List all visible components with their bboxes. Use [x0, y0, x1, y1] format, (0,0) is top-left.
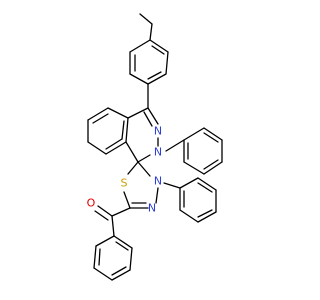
bond-bot-ring-double-2: [111, 266, 127, 276]
bond-c4-n3-double: [143, 111, 153, 127]
bond-s-c2: [123, 191, 131, 209]
bond-low-ring-d: [197, 211, 217, 223]
bond-ethyl-2: [149, 23, 153, 41]
bond-low-ring-a: [179, 177, 199, 189]
bond-n3-n4: [155, 187, 159, 204]
bond-benzo-double-2: [105, 138, 123, 150]
bond-benzo-d: [87, 141, 107, 155]
bond-bot-ring-f: [95, 235, 115, 247]
bond-low-ring-double-1: [197, 182, 213, 193]
bond-right-ring-a: [183, 127, 205, 141]
atom-n-phthalazine-2: N: [154, 146, 162, 159]
bond-benzo-double-1: [92, 113, 109, 124]
atom-labels: N N S N N O: [87, 125, 162, 215]
bond-bot-ring-double-1: [115, 241, 129, 251]
bond-top-ring-f: [129, 39, 151, 53]
bond-benzo-e: [105, 141, 127, 155]
atom-n-phthalazine-3: N: [154, 125, 162, 138]
bond-right-ring-double-2: [203, 159, 219, 170]
bond-right-ring-double-1: [203, 132, 219, 143]
bond-bot-ring-c: [111, 269, 131, 281]
bond-top-ring-double-2: [147, 71, 162, 80]
bond-carbonyl-phenyl: [111, 215, 115, 237]
bond-top-ring-a: [149, 39, 169, 53]
bond-c8a-spiro: [125, 141, 139, 163]
bond-n2-phenyl: [165, 139, 185, 152]
atom-n-thiadiazole-4: N: [154, 175, 162, 188]
bond-c4-n3: [147, 107, 159, 125]
bond-n4-spiro: [137, 161, 151, 177]
bond-right-ring-e: [183, 161, 205, 175]
bond-top-ring-b: [165, 51, 169, 75]
bond-right-ring-b: [203, 127, 223, 141]
bond-benzo-a: [107, 107, 129, 119]
bond-low-ring-double-2: [197, 209, 213, 218]
bond-top-ring-c: [147, 73, 167, 85]
atom-o-carbonyl: O: [87, 197, 96, 210]
bond-c4-c4a: [127, 107, 149, 119]
bond-bot-ring-d: [93, 267, 113, 281]
bond-bot-ring-double-3: [98, 248, 101, 266]
bond-right-ring-d: [203, 161, 223, 175]
bond-c4a-c8a: [125, 117, 129, 143]
bond-c-o-double: [94, 210, 109, 221]
bond-benzo-b: [87, 107, 109, 121]
bonds: [87, 13, 223, 281]
molecule-structure: N N S N N O: [87, 13, 223, 281]
bond-bot-ring-e: [93, 245, 97, 269]
bond-low-ring-e: [179, 209, 199, 223]
bond-low-ring-b: [197, 177, 217, 191]
molecule-canvas: N N S N N O: [87, 13, 223, 281]
bond-top-ring-d: [129, 73, 149, 85]
bond-top-ring-double-1: [151, 45, 165, 55]
bond-bot-ring-b: [129, 247, 133, 271]
bond-n2-spiro: [137, 154, 151, 163]
bond-ethyl-1: [139, 13, 153, 25]
bond-c-o: [97, 205, 113, 217]
bond-benzo-double-3: [121, 120, 125, 140]
bond-c2-carbonyl: [111, 207, 131, 217]
bond-spiro-s: [127, 161, 139, 175]
atom-s-thiadiazole: S: [121, 177, 128, 190]
bond-n4-phenyl: [163, 182, 181, 189]
atom-n-thiadiazole-3: N: [148, 202, 156, 215]
bond-bot-ring-a: [113, 235, 133, 249]
